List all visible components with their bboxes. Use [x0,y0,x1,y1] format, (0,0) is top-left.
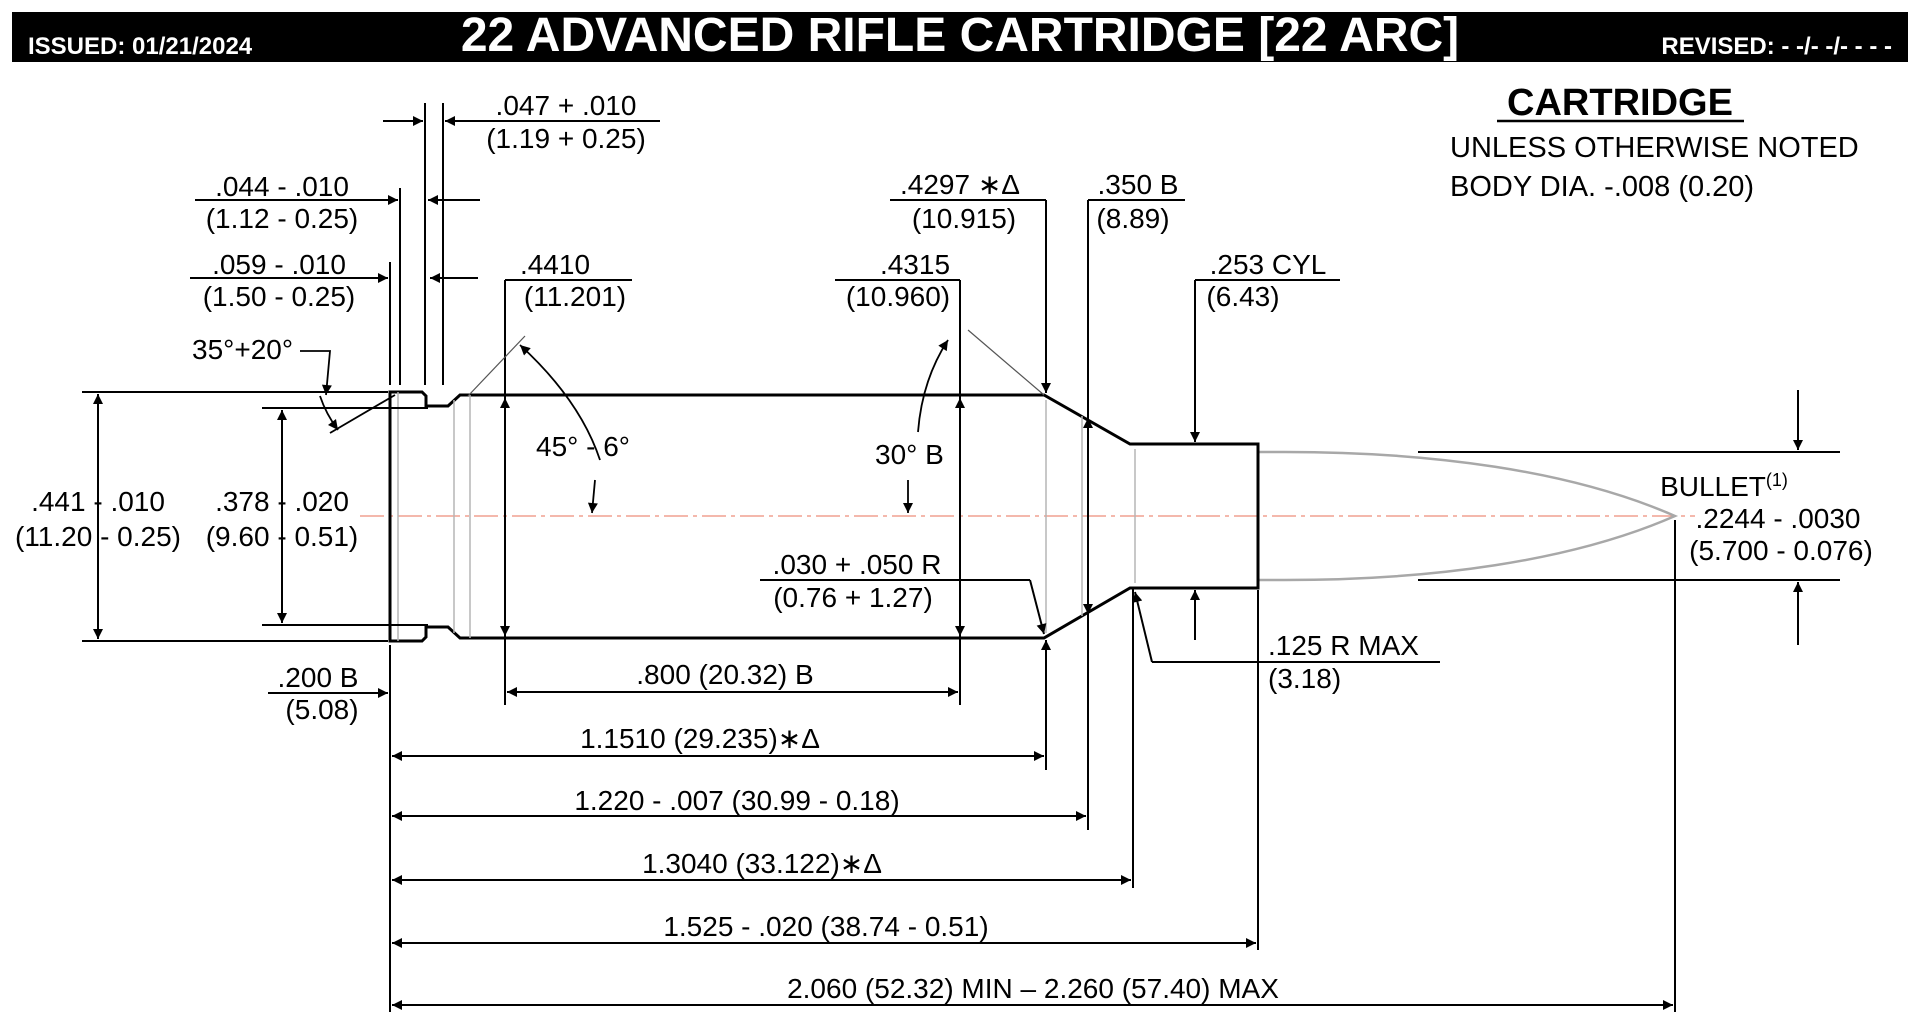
rim-thickness-inch: .047 + .010 [496,90,637,121]
notes-heading: CARTRIDGE [1507,82,1733,124]
body-diameter-inch: .4315 [880,249,950,280]
base-basic-inch: .200 B [278,662,359,693]
neck-radius-inch: .125 R MAX [1268,630,1419,661]
shoulder-angle-label: 30° B [875,439,944,470]
body-diameter-mm: (10.960) [846,281,950,312]
groove-diameter-dimension [262,407,428,626]
notes-line-2: BODY DIA. -.008 (0.20) [1450,171,1754,203]
overall-length-dimension [392,520,1676,1012]
groove-depth-mm: (1.50 - 0.25) [203,281,356,312]
shoulder-datum-dimension [890,199,1051,770]
groove-angle-callout [519,344,601,514]
base-diameter-dimension [467,279,632,705]
rim-thickness-mm: (1.19 + 0.25) [486,123,646,154]
neck-start-length-label: 1.3040 (33.122)∗Δ [642,848,882,879]
case-length-label: 1.525 - .020 (38.74 - 0.51) [663,911,988,942]
case-length-dimension [392,590,1259,950]
notes-line-1: UNLESS OTHERWISE NOTED [1450,132,1859,164]
groove-depth-inch: .059 - .010 [212,249,346,280]
rim-diameter-mm: (11.20 - 0.25) [15,521,181,552]
neck-radius-dimension [1132,591,1440,663]
bullet-diameter-mm: (5.700 - 0.076) [1689,535,1873,566]
shoulder-basic-mm: (8.89) [1096,203,1169,234]
bullet-outline [1258,450,1679,582]
shoulder-datum-mm: (10.915) [912,203,1016,234]
rim-diameter-inch: .441 - .010 [31,486,165,517]
base-diameter-inch: .4410 [520,249,590,280]
bullet-label-text: BULLET [1660,471,1766,502]
groove-angle-label: 45° - 6° [536,431,630,462]
rim-diameter-dimension [82,391,388,642]
shoulder-datum-inch: .4297 ∗Δ [900,169,1020,200]
body-diameter-dimension [835,279,1045,705]
neck-start-length-dimension [392,588,1134,888]
groove-diameter-mm: (9.60 - 0.51) [206,521,359,552]
base-diameter-mm: (11.201) [524,281,626,312]
neck-diameter-mm: (6.43) [1206,281,1279,312]
groove-diameter-inch: .378 - .020 [215,486,349,517]
shoulder-basic-dimension [1083,199,1185,830]
neck-diameter-inch: .253 CYL [1210,249,1327,280]
bullet-label: BULLET(1) [1660,470,1788,502]
basic-length-label: 1.220 - .007 (30.99 - 0.18) [574,785,899,816]
base-basic-mm: (5.08) [285,694,358,725]
rim-thickness-dimension [383,103,660,385]
shoulder-radius-inch: .030 + .050 R [773,549,942,580]
body-length-label: .800 (20.32) B [636,659,813,690]
groove-depth-dimension [190,262,478,385]
shoulder-datum-length-label: 1.1510 (29.235)∗Δ [580,723,820,754]
shoulder-angle-callout [903,339,949,513]
bevel-angle-callout [300,350,396,434]
bullet-label-footnote: (1) [1766,470,1788,490]
issued-date: ISSUED: 01/21/2024 [28,33,253,60]
extractor-groove-inch: .044 - .010 [215,171,349,202]
neck-diameter-dimension [1190,279,1340,640]
case-interior-lines [397,392,1136,641]
revised-date: REVISED: - -/- -/- - - - [1661,33,1892,60]
shoulder-radius-dimension [760,579,1047,635]
bullet-diameter-inch: .2244 - .0030 [1695,503,1860,534]
case-outline [388,390,1260,643]
drawing-header: ISSUED: 01/21/2024 22 ADVANCED RIFLE CAR… [0,0,1920,65]
drawing-title: 22 ADVANCED RIFLE CARTRIDGE [22 ARC] [460,9,1460,62]
bullet-diameter-dimension [1418,390,1840,645]
extractor-groove-mm: (1.12 - 0.25) [206,203,359,234]
shoulder-basic-inch: .350 B [1098,169,1179,200]
bevel-angle-label: 35°+20° [192,334,293,365]
extractor-groove-dimension [195,188,480,385]
shoulder-radius-mm: (0.76 + 1.27) [773,582,933,613]
neck-radius-mm: (3.18) [1268,663,1341,694]
notes-block: CARTRIDGE UNLESS OTHERWISE NOTED BODY DI… [1450,82,1859,203]
overall-length-label: 2.060 (52.32) MIN – 2.260 (57.40) MAX [787,973,1279,1004]
header-bar [12,12,1908,62]
